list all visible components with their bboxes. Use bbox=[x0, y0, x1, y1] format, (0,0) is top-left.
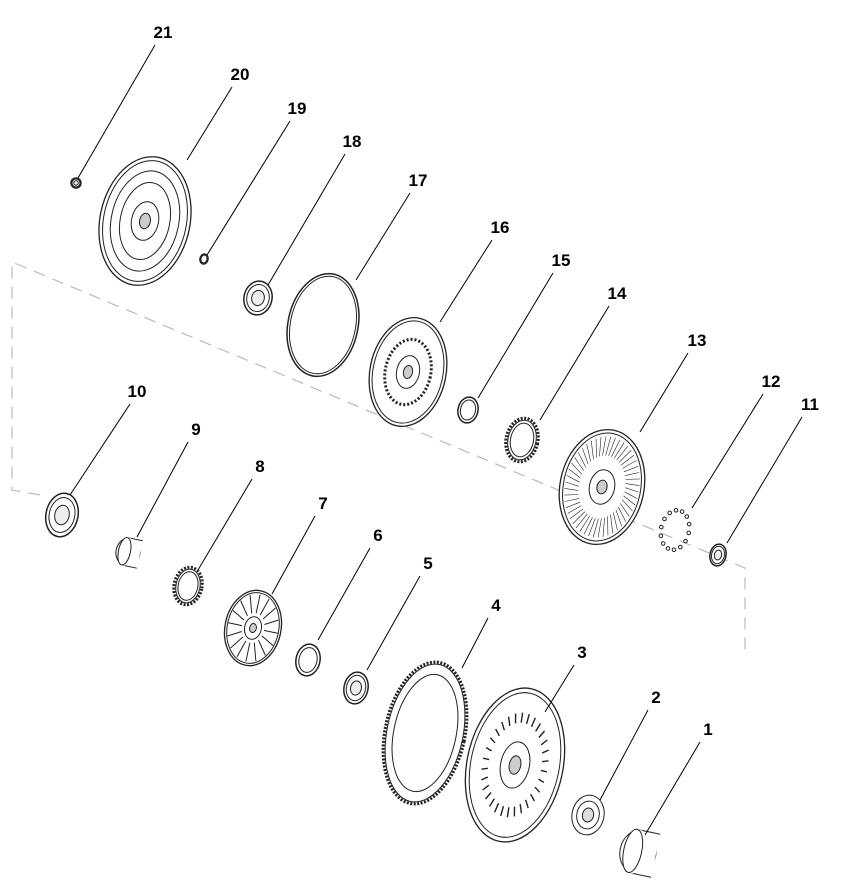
part-15 bbox=[457, 396, 479, 424]
callout-label-3: 3 bbox=[577, 643, 586, 662]
callout-label-11: 11 bbox=[801, 395, 819, 414]
leader-line-14 bbox=[539, 305, 610, 421]
callout-label-21: 21 bbox=[154, 23, 173, 42]
callout-label-2: 2 bbox=[651, 688, 660, 707]
callout-label-20: 20 bbox=[231, 65, 250, 84]
part-2 bbox=[571, 794, 605, 836]
part-19 bbox=[199, 253, 209, 265]
leader-line-19 bbox=[206, 120, 291, 256]
part-21 bbox=[70, 177, 82, 189]
part-7 bbox=[223, 589, 283, 667]
part-16 bbox=[368, 316, 448, 428]
leader-line-18 bbox=[267, 153, 346, 286]
leader-line-13 bbox=[639, 352, 689, 433]
callout-label-6: 6 bbox=[373, 526, 382, 545]
part-13 bbox=[558, 428, 646, 546]
leader-line-6 bbox=[317, 547, 371, 641]
part-12 bbox=[658, 507, 692, 553]
callout-label-16: 16 bbox=[491, 218, 510, 237]
leader-line-8 bbox=[197, 478, 253, 571]
leader-line-5 bbox=[366, 575, 421, 671]
part-8 bbox=[172, 565, 204, 607]
part-6 bbox=[295, 643, 321, 677]
leader-line-1 bbox=[644, 741, 701, 836]
callout-label-5: 5 bbox=[423, 554, 432, 573]
part-17 bbox=[286, 272, 360, 378]
leader-line-21 bbox=[77, 44, 156, 179]
part-18 bbox=[243, 280, 273, 316]
leader-line-17 bbox=[355, 192, 411, 281]
leader-line-9 bbox=[136, 441, 189, 538]
leader-line-12 bbox=[691, 393, 764, 509]
group-outline-dashed bbox=[11, 261, 746, 651]
callout-label-13: 13 bbox=[688, 331, 707, 350]
part-3 bbox=[464, 687, 566, 843]
part-4 bbox=[381, 660, 469, 806]
part-11 bbox=[709, 543, 727, 567]
part-20 bbox=[98, 156, 192, 286]
callout-label-9: 9 bbox=[191, 420, 200, 439]
leader-line-7 bbox=[271, 515, 316, 595]
leader-line-15 bbox=[477, 272, 554, 399]
part-9 bbox=[115, 537, 143, 569]
leader-line-4 bbox=[461, 617, 489, 669]
part-5 bbox=[343, 671, 369, 705]
callout-label-12: 12 bbox=[762, 372, 781, 391]
part-1 bbox=[619, 828, 661, 878]
leader-line-11 bbox=[726, 416, 803, 544]
callout-label-8: 8 bbox=[255, 457, 264, 476]
callout-label-18: 18 bbox=[343, 132, 362, 151]
callout-label-19: 19 bbox=[288, 99, 307, 118]
callout-label-1: 1 bbox=[703, 720, 712, 739]
callout-label-17: 17 bbox=[409, 171, 428, 190]
leader-line-3 bbox=[544, 664, 575, 713]
leader-line-2 bbox=[599, 709, 649, 801]
part-10 bbox=[44, 492, 80, 538]
callout-label-14: 14 bbox=[608, 284, 627, 303]
leader-line-20 bbox=[186, 86, 233, 161]
callout-label-4: 4 bbox=[491, 596, 501, 615]
leader-line-16 bbox=[439, 239, 493, 323]
part-14 bbox=[504, 416, 540, 464]
callout-label-7: 7 bbox=[318, 494, 327, 513]
callout-label-15: 15 bbox=[552, 251, 571, 270]
leader-line-10 bbox=[69, 403, 131, 496]
callout-label-10: 10 bbox=[128, 382, 147, 401]
